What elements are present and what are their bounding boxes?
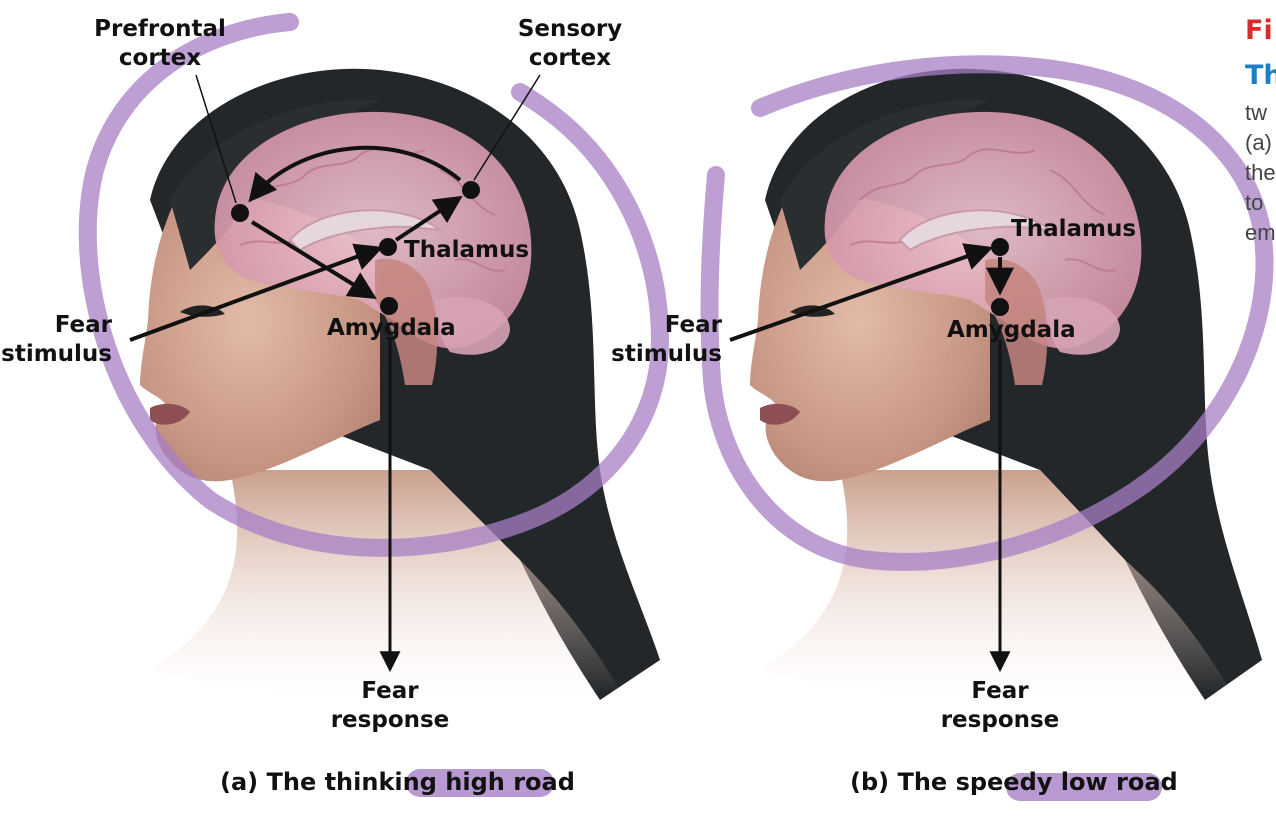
amygdala-node-b xyxy=(991,298,1009,316)
response-line2-a: response xyxy=(330,707,450,733)
prefrontal-node xyxy=(231,204,249,222)
thalamus-node-a xyxy=(379,238,397,256)
sensory-cortex-label: Sensory cortex xyxy=(510,15,630,73)
caption-line-5: em xyxy=(1245,220,1276,245)
cerebellum-b xyxy=(1045,296,1120,355)
thalamus-node-b xyxy=(991,238,1009,256)
brain-a xyxy=(214,111,532,349)
panel-b xyxy=(700,55,1274,801)
panel-a xyxy=(78,13,670,797)
stimulus-line2-a: stimulus xyxy=(1,341,112,367)
lips-a xyxy=(150,403,190,425)
sensory-node xyxy=(462,181,480,199)
response-line2-b: response xyxy=(940,707,1060,733)
lips-b xyxy=(760,403,800,425)
prefrontal-cortex-label: Prefrontal cortex xyxy=(90,15,230,73)
sensory-to-prefrontal-arrow xyxy=(248,145,462,203)
stimulus-arrow-a xyxy=(129,243,384,342)
sensory-leader xyxy=(473,74,541,181)
caption-b-highlight: low road xyxy=(1060,768,1178,796)
caption-a-highlight: high road xyxy=(445,768,575,796)
caption-b-pre: (b) The speedy xyxy=(850,768,1061,796)
caption-a: (a) The thinking high road xyxy=(220,768,575,796)
sensory-line1: Sensory xyxy=(517,16,623,42)
thalamus-to-sensory-arrow xyxy=(394,195,463,242)
fear-response-label-b: Fear response xyxy=(930,677,1070,735)
figure-title-fragment: Th xyxy=(1245,60,1276,91)
amygdala-label-b: Amygdala xyxy=(947,317,1076,343)
prefrontal-line2: cortex xyxy=(118,45,202,71)
prefrontal-to-amygdala-arrow xyxy=(250,220,377,299)
sensory-line2: cortex xyxy=(528,45,612,71)
corpus-callosum-a xyxy=(288,209,444,252)
amygdala-label-a: Amygdala xyxy=(327,315,456,341)
response-line1-a: Fear xyxy=(361,678,419,704)
response-line1-b: Fear xyxy=(971,678,1029,704)
amygdala-node-a xyxy=(380,297,398,315)
stimulus-line2-b: stimulus xyxy=(611,341,722,367)
fear-stimulus-label-b: Fear stimulus xyxy=(600,311,722,369)
caption-b: (b) The speedy low road xyxy=(850,768,1178,796)
annotation-swoosh-b xyxy=(700,55,1274,571)
stimulus-line1-b: Fear xyxy=(664,312,722,338)
caption-body-fragment: tw (a) the to em xyxy=(1245,98,1276,248)
brain-folds-b xyxy=(849,148,1116,272)
caption-line-1: tw xyxy=(1245,100,1267,125)
annotation-swoosh-a xyxy=(78,13,670,557)
thalamus-label-a: Thalamus xyxy=(404,237,530,263)
caption-line-4: to xyxy=(1245,190,1264,215)
prefrontal-line1: Prefrontal xyxy=(94,16,226,42)
figure-label-fragment: Fi xyxy=(1245,15,1273,46)
thalamus-label-b: Thalamus xyxy=(1011,216,1137,242)
cerebellum-a xyxy=(435,296,510,355)
brain-b xyxy=(824,111,1142,349)
caption-a-pre: (a) The thinking xyxy=(220,768,446,796)
caption-line-3: the xyxy=(1245,160,1276,185)
brainstem-a xyxy=(375,258,438,385)
prefrontal-leader xyxy=(195,74,237,204)
caption-line-2: (a) xyxy=(1245,130,1272,155)
corpus-callosum-b xyxy=(898,209,1054,252)
fear-stimulus-label-a: Fear stimulus xyxy=(0,311,112,369)
stimulus-arrow-b xyxy=(729,243,994,342)
neck-b xyxy=(760,470,1230,696)
stimulus-line1-a: Fear xyxy=(54,312,112,338)
fear-response-label-a: Fear response xyxy=(320,677,460,735)
